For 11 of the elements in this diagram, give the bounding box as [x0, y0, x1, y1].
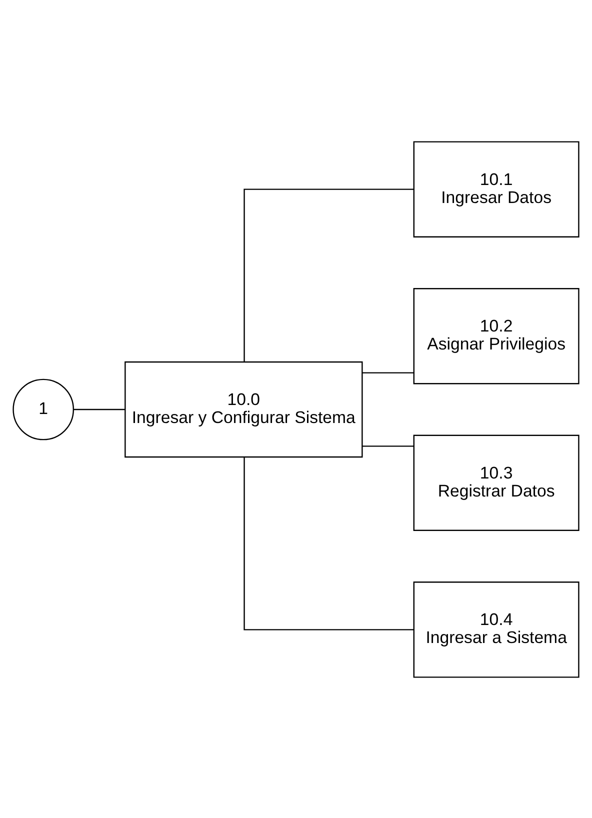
- connector: [244, 456, 414, 630]
- node-box: 10.0 Ingresar y Configurar Sistema: [124, 360, 363, 458]
- connector: [244, 188, 414, 362]
- connector: [74, 408, 125, 410]
- connector: [362, 445, 414, 446]
- node-box: 10.3 Registrar Datos: [413, 434, 580, 531]
- node-box: 10.1 Ingresar Datos: [413, 140, 580, 237]
- connector: [362, 372, 414, 373]
- node-box: 10.2 Asignar Privilegios: [413, 287, 580, 384]
- node-circle: 1: [12, 378, 74, 440]
- node-box: 10.4 Ingresar a Sistema: [413, 581, 580, 678]
